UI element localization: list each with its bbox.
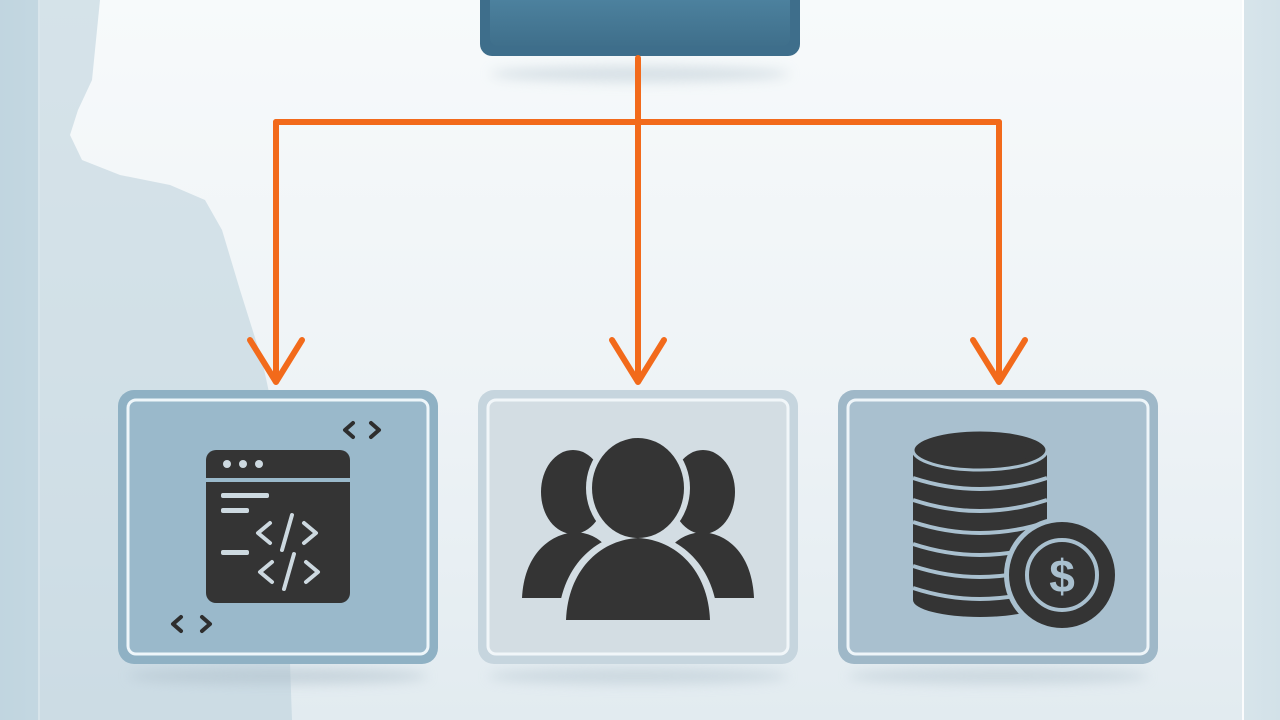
angle-brackets-icon <box>171 615 212 633</box>
connector-lines <box>247 55 1028 385</box>
code-card[interactable] <box>118 390 438 684</box>
coin-stack-dollar-icon: $ <box>911 428 1120 633</box>
arrow-head-center <box>609 337 667 385</box>
people-group-icon <box>522 432 754 622</box>
angle-brackets-icon <box>343 421 381 439</box>
code-window-icon <box>206 450 350 603</box>
team-card[interactable] <box>478 390 798 684</box>
arrow-head-left <box>247 337 305 385</box>
svg-text:$: $ <box>1049 550 1075 602</box>
finance-card[interactable]: $ <box>838 390 1158 684</box>
arrow-head-right <box>970 337 1028 385</box>
